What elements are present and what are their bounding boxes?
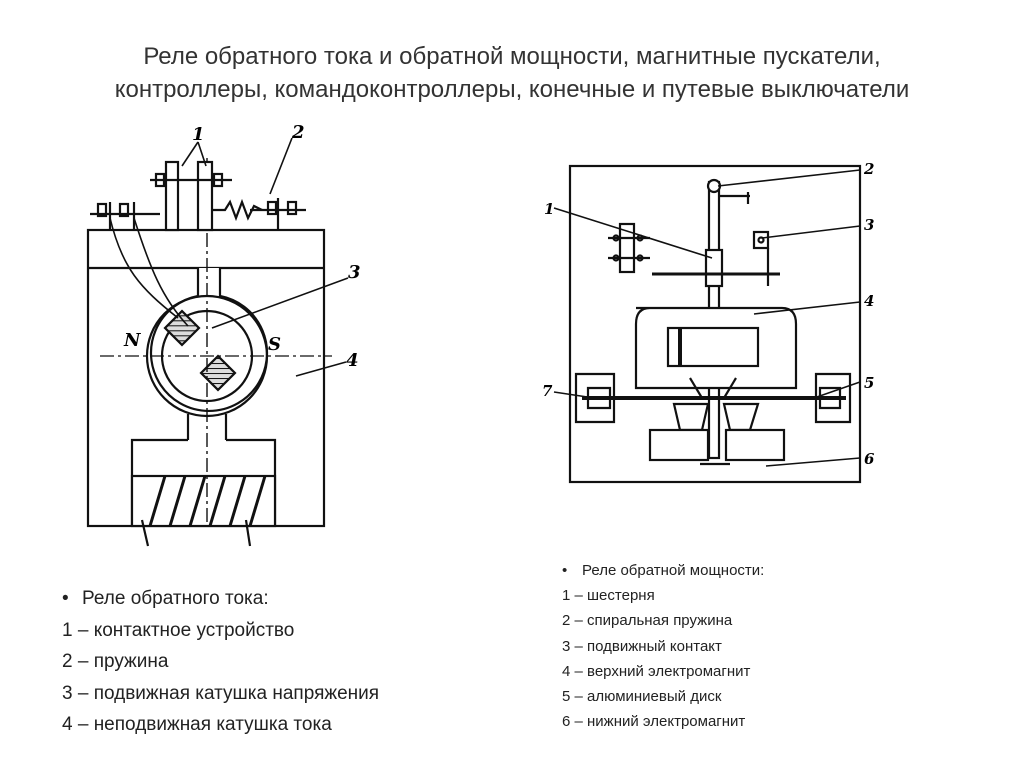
reverse-power-relay-diagram: 2 1 3 4 7 5 6 bbox=[542, 160, 875, 484]
upper-electromagnet bbox=[634, 306, 798, 399]
legend-reverse-current: •Реле обратного тока: 1 – контактное уст… bbox=[62, 583, 379, 741]
legend-left-heading: •Реле обратного тока: bbox=[62, 588, 269, 609]
pole-label-south: S bbox=[268, 334, 281, 355]
legend-left-item: 4 – неподвижная катушка тока bbox=[62, 714, 332, 735]
legend-left-item: 2 – пружина bbox=[62, 651, 169, 672]
callout-left-3: 3 bbox=[348, 262, 361, 283]
gear bbox=[704, 248, 724, 288]
pole-label-north: N bbox=[123, 330, 142, 351]
callout-right-2: 2 bbox=[863, 160, 874, 178]
voltage-coil-lower bbox=[199, 354, 237, 392]
relay-housing-right bbox=[568, 164, 862, 484]
fixed-contacts bbox=[608, 222, 650, 274]
callout-left-4: 4 bbox=[346, 350, 359, 371]
moving-contact bbox=[752, 230, 770, 286]
callout-right-3: 3 bbox=[864, 216, 874, 234]
callout-right-6: 6 bbox=[864, 450, 875, 468]
contact-device bbox=[90, 160, 306, 232]
callout-left-1: 1 bbox=[192, 124, 205, 145]
current-coil bbox=[130, 474, 277, 547]
lower-electromagnet bbox=[648, 402, 786, 466]
voltage-coil-upper bbox=[163, 309, 201, 347]
legend-left-item: 1 – контактное устройство bbox=[62, 619, 295, 641]
callout-right-7: 7 bbox=[542, 382, 553, 400]
legend-right-item: 1 – шестерня bbox=[562, 587, 655, 605]
legend-left-item: 3 – подвижная катушка напряжения bbox=[62, 682, 380, 704]
legend-right-heading: •Реле обратной мощности: bbox=[562, 562, 765, 579]
reverse-current-relay-diagram: 1 2 3 4 N S bbox=[86, 122, 361, 547]
spring bbox=[212, 198, 263, 222]
callout-right-5: 5 bbox=[864, 374, 874, 392]
callout-left-2: 2 bbox=[291, 122, 305, 143]
legend-right-item: 4 – верхний электромагнит bbox=[562, 662, 751, 680]
legend-reverse-power: •Реле обратной мощности: 1 – шестерня 2 … bbox=[562, 558, 764, 734]
legend-right-item: 5 – алюминиевый диск bbox=[562, 688, 722, 706]
page-title: Реле обратного тока и обратной мощности,… bbox=[0, 40, 1024, 106]
legend-right-item: 3 – подвижный контакт bbox=[562, 637, 722, 655]
callout-right-1: 1 bbox=[544, 200, 554, 218]
legend-right-item: 6 – нижний электромагнит bbox=[562, 713, 746, 731]
title-line-1: Реле обратного тока и обратной мощности,… bbox=[143, 43, 881, 70]
legend-right-item: 2 – спиральная пружина bbox=[562, 612, 733, 630]
callout-right-4: 4 bbox=[864, 292, 874, 310]
title-line-2: контроллеры, командоконтроллеры, конечны… bbox=[114, 76, 910, 103]
